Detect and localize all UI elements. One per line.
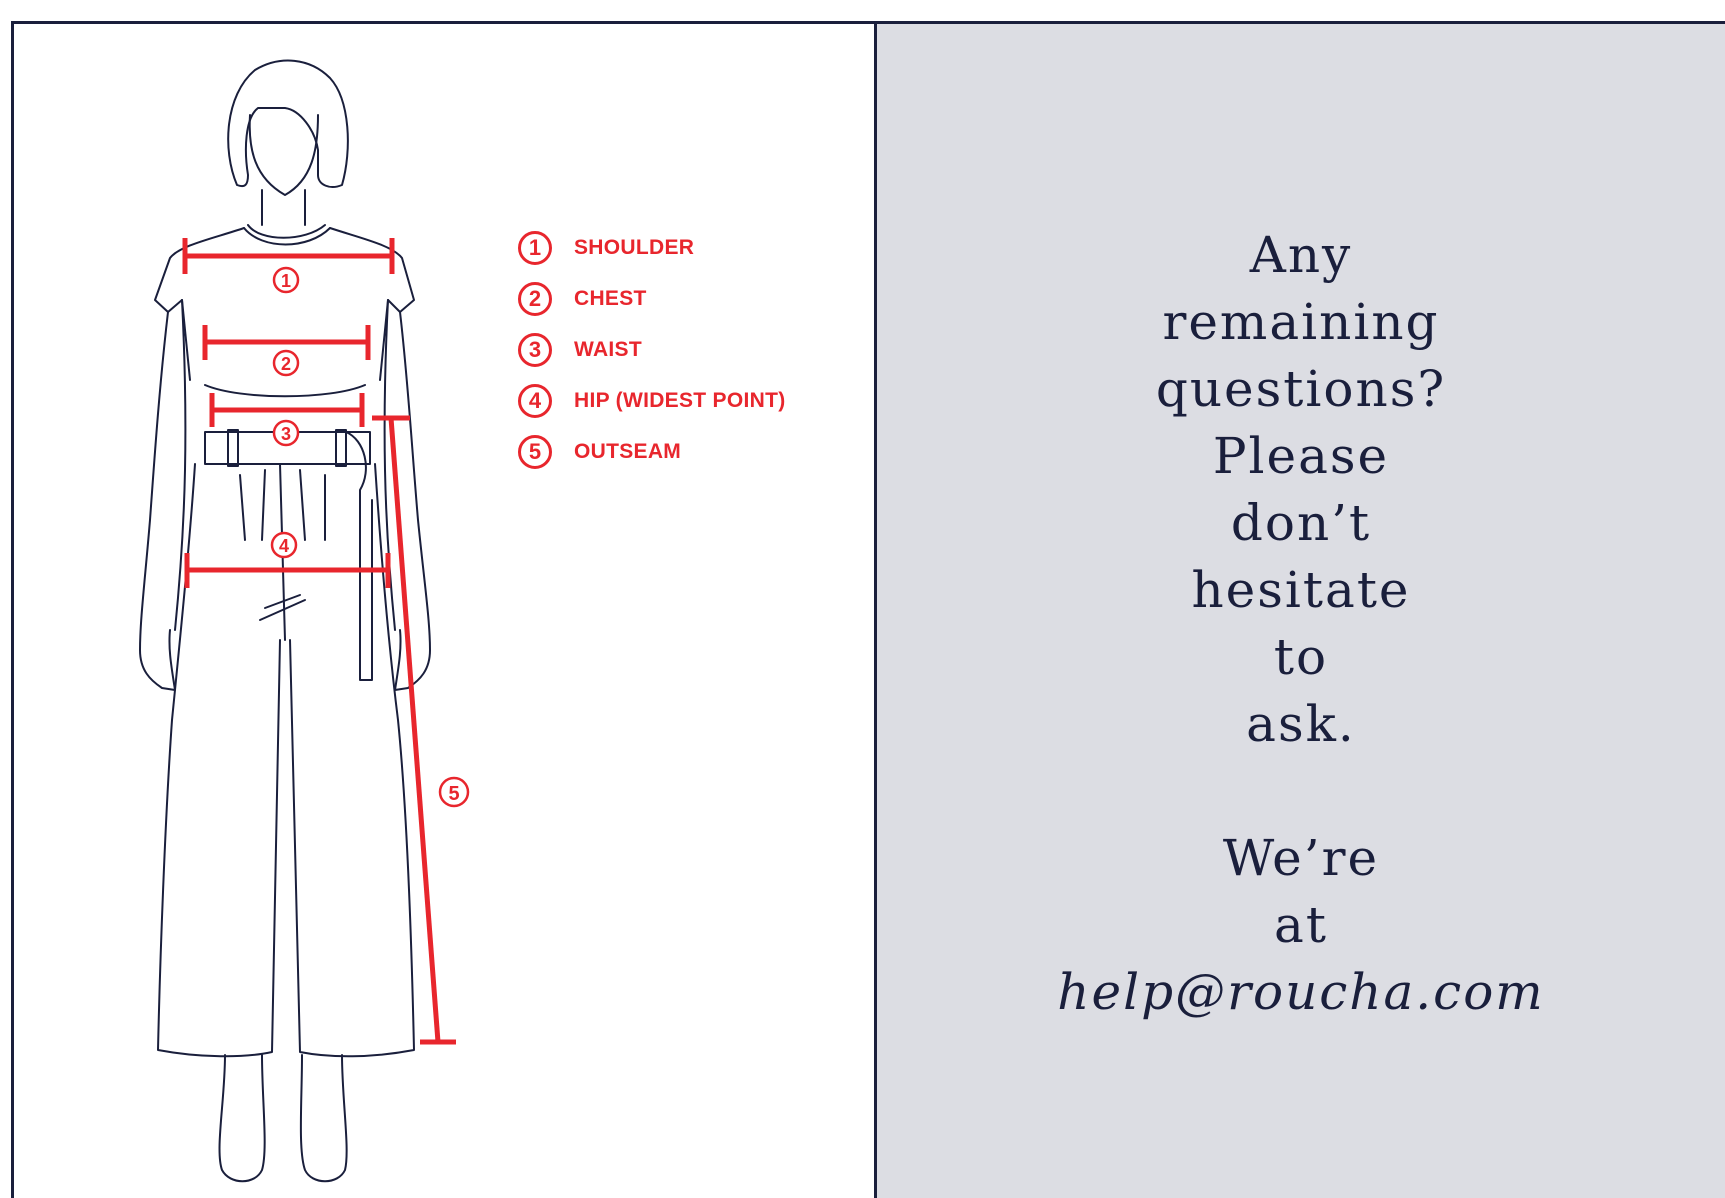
marker-shoulder: 1: [281, 271, 291, 291]
marker-outseam: 5: [448, 783, 459, 805]
marker-waist: 3: [281, 424, 291, 444]
figure-outline: [140, 61, 430, 1182]
message-line: We’re: [857, 825, 1725, 892]
measurement-lines: [185, 238, 456, 1042]
legend-number: 2: [518, 282, 552, 316]
message-line: questions?: [857, 356, 1725, 423]
measurement-legend: 1 SHOULDER 2 CHEST 3 WAIST 4 HIP (WIDEST…: [518, 222, 786, 477]
legend-item-hip: 4 HIP (WIDEST POINT): [518, 375, 786, 426]
legend-label: SHOULDER: [574, 236, 694, 260]
marker-chest: 2: [281, 354, 291, 374]
help-email-link[interactable]: help@roucha.com: [857, 959, 1725, 1026]
legend-number: 3: [518, 333, 552, 367]
message-line: remaining: [857, 289, 1725, 356]
help-message: Any remaining questions? Please don’t he…: [857, 222, 1725, 1026]
legend-number: 1: [518, 231, 552, 265]
message-line: Any: [857, 222, 1725, 289]
message-line: hesitate: [857, 557, 1725, 624]
marker-hip: 4: [279, 536, 289, 556]
legend-item-shoulder: 1 SHOULDER: [518, 222, 786, 273]
legend-item-outseam: 5 OUTSEAM: [518, 426, 786, 477]
message-line: Please: [857, 423, 1725, 490]
message-line: ask.: [857, 691, 1725, 758]
legend-item-waist: 3 WAIST: [518, 324, 786, 375]
legend-label: OUTSEAM: [574, 440, 681, 464]
legend-number: 4: [518, 384, 552, 418]
message-spacer: [857, 758, 1725, 825]
legend-number: 5: [518, 435, 552, 469]
message-line: don’t: [857, 490, 1725, 557]
message-line: to: [857, 624, 1725, 691]
legend-label: WAIST: [574, 338, 642, 362]
legend-label: HIP (WIDEST POINT): [574, 389, 786, 413]
legend-item-chest: 2 CHEST: [518, 273, 786, 324]
legend-label: CHEST: [574, 287, 647, 311]
message-line: at: [857, 892, 1725, 959]
